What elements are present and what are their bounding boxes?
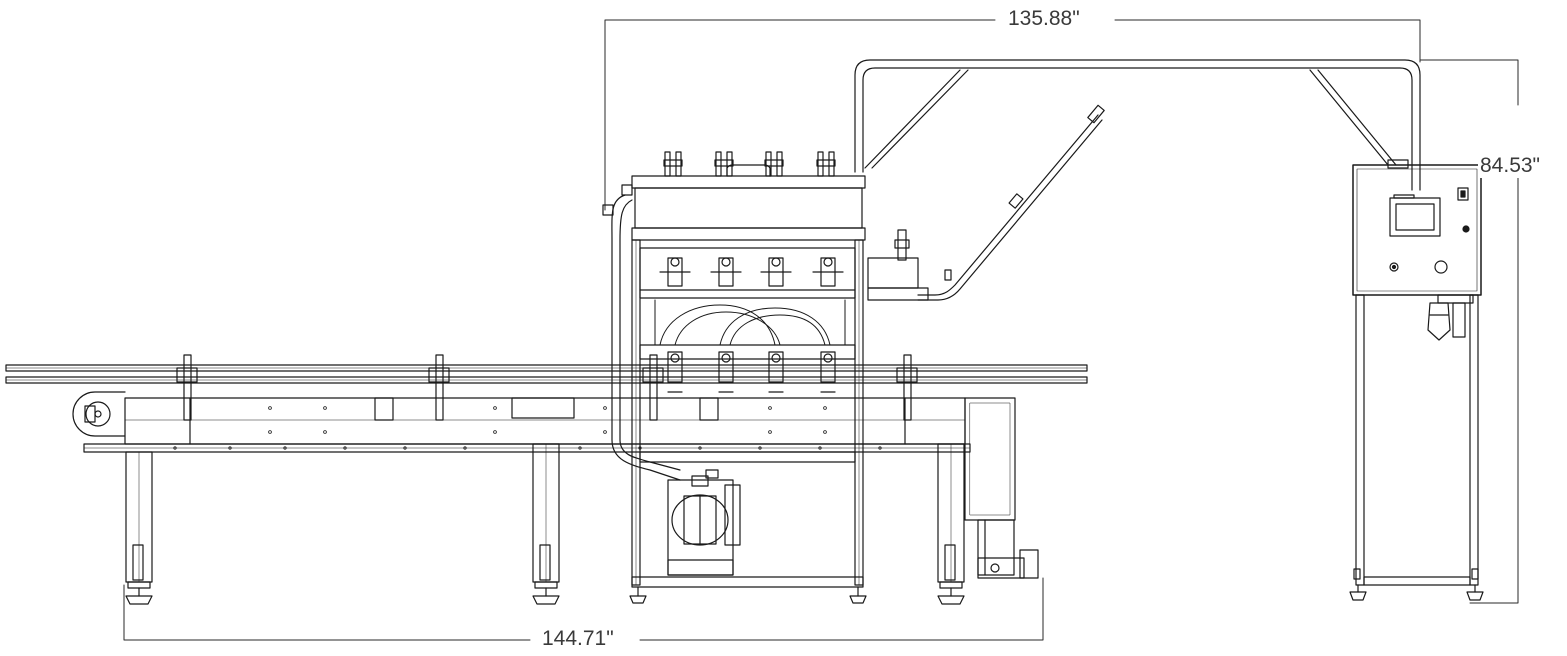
conveyor-end-pulley	[73, 392, 125, 436]
filler-base	[632, 577, 863, 587]
dimension-label-overall-width: 135.88"	[1002, 7, 1086, 31]
hmi-screen	[1390, 198, 1440, 236]
side-fixture	[868, 105, 1104, 300]
nozzle-rail	[640, 345, 855, 359]
dimension-line-conveyor-length	[124, 585, 530, 640]
nozzle-tops	[664, 152, 835, 176]
control-cabinet	[1350, 165, 1483, 600]
dimension-line-overall-width	[605, 20, 995, 210]
conveyor-legs	[126, 444, 964, 604]
diaphragm-pump	[668, 470, 740, 575]
overhead-gantry	[855, 60, 1420, 190]
fill-tubes	[655, 300, 845, 345]
dimension-lines	[124, 20, 1518, 640]
dimension-line-conveyor-length-right	[640, 578, 1043, 640]
valve-manifold	[640, 248, 855, 298]
valves-upper	[660, 258, 843, 286]
filler-machine	[603, 105, 1104, 603]
conveyor-bolts	[174, 407, 881, 450]
indicator-light	[1390, 263, 1398, 271]
dimension-label-overall-height: 84.53"	[1478, 154, 1543, 178]
supply-hose	[612, 195, 680, 480]
emergency-switch	[1458, 188, 1468, 200]
control-panel	[1353, 165, 1481, 295]
motor-box	[965, 398, 1038, 578]
dimension-line-overall-height	[1420, 60, 1518, 105]
air-regulator	[1428, 295, 1473, 340]
dimension-line-overall-height-lower	[1470, 172, 1518, 603]
valves-lower	[668, 352, 835, 392]
conveyor-body	[125, 398, 965, 444]
supply-tank	[632, 176, 865, 188]
dimension-line-overall-width-right	[1115, 20, 1420, 62]
guide-uprights	[177, 355, 917, 420]
conveyor	[6, 355, 1087, 604]
dimension-label-conveyor-length: 144.71"	[536, 627, 620, 651]
